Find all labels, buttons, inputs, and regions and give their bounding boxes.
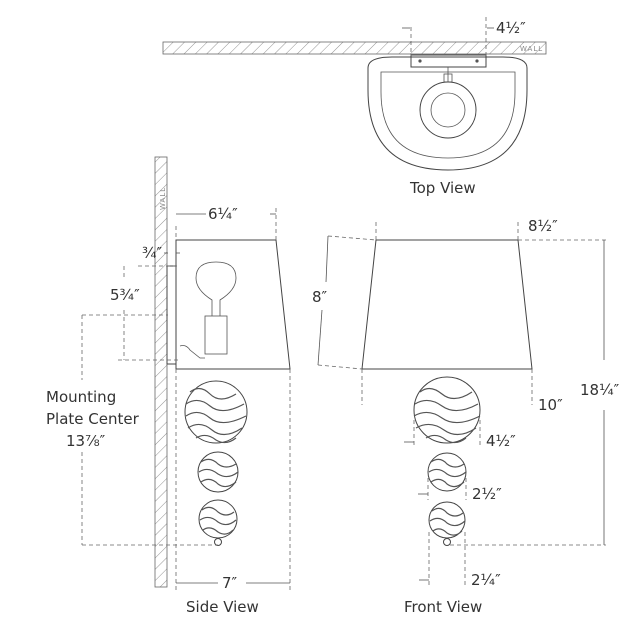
front-view-dim-ball-large: 4½″ xyxy=(486,432,516,450)
front-view-dim-shade-height: 8″ xyxy=(312,288,328,306)
side-view-wall xyxy=(154,156,168,588)
top-view-label: Top View xyxy=(409,179,476,197)
side-view-dim-shade-depth: 6¼″ xyxy=(208,205,238,223)
side-view-ball-medium xyxy=(197,451,239,493)
mounting-label-line2: Plate Center xyxy=(46,410,140,428)
front-view-dim-overall-height: 18¼″ xyxy=(580,381,620,399)
front-view-label: Front View xyxy=(404,598,482,616)
top-view-backplate xyxy=(410,54,487,68)
front-view-ball-small xyxy=(428,501,466,539)
top-view-shade-outer xyxy=(367,56,528,171)
front-view-ball-large xyxy=(413,376,481,444)
front-view-dim-shade-top: 8½″ xyxy=(528,217,558,235)
top-view-shade-inner xyxy=(380,71,516,159)
side-view-dim-backplate: 5¾″ xyxy=(110,286,140,304)
side-view-ball-small xyxy=(198,499,238,539)
side-view-label: Side View xyxy=(186,598,259,616)
top-view-wall xyxy=(162,41,547,55)
top-view-socket-inner xyxy=(430,92,466,128)
side-view-dim-overall-depth: 7″ xyxy=(222,574,238,592)
mounting-label-line1: Mounting xyxy=(46,388,116,406)
mounting-label-value: 13⅞″ xyxy=(66,432,106,450)
top-view-wall-label: WALL xyxy=(520,45,543,53)
top-view: WALL 4½″ Top View xyxy=(162,17,547,197)
side-view-dim-offset: ¾″ xyxy=(142,244,163,262)
front-view-shade xyxy=(361,239,533,370)
front-view-dim-ball-medium: 2½″ xyxy=(472,485,502,503)
front-view: 8½″ 8″ 10″ 18¼″ 4½″ 2½″ 2¼″ Front View xyxy=(312,217,620,616)
front-view-dim-ball-small: 2¼″ xyxy=(471,571,501,589)
side-view-bulb xyxy=(195,261,237,316)
top-view-socket-outer xyxy=(419,81,477,139)
side-view: WALL xyxy=(46,156,291,616)
front-view-dim-shade-bottom: 10″ xyxy=(538,396,563,414)
side-view-ball-large xyxy=(184,380,248,444)
top-view-dim-width: 4½″ xyxy=(496,19,526,37)
side-view-shade xyxy=(175,239,291,370)
front-view-ball-medium xyxy=(427,452,467,492)
side-view-wall-label: WALL xyxy=(159,187,167,210)
side-view-socket xyxy=(204,315,228,355)
